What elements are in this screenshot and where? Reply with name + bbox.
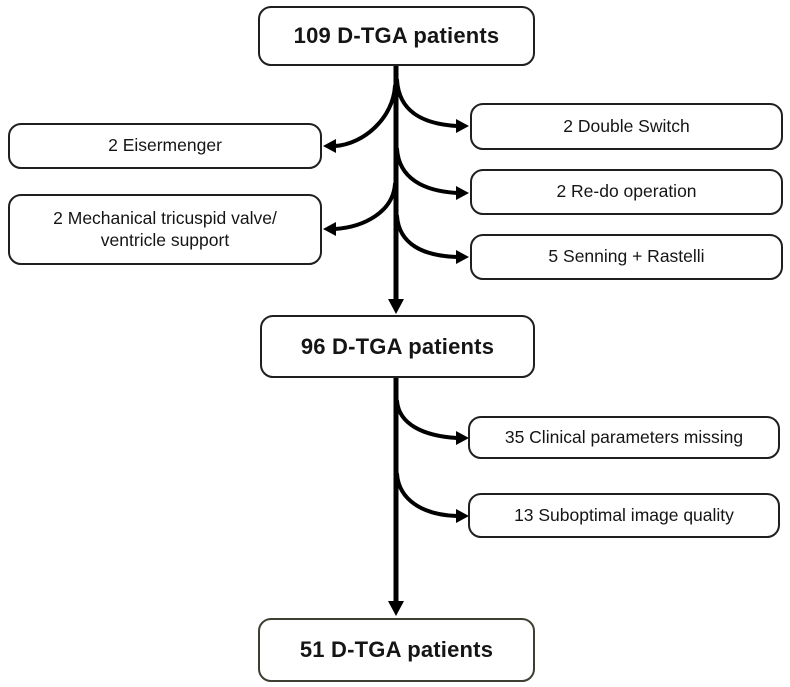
branch-arrow-eisermenger — [323, 84, 397, 153]
node-start-patients: 109 D-TGA patients — [258, 6, 535, 66]
node-clinical-label: 35 Clinical parameters missing — [504, 426, 744, 447]
node-exclusion-eisermenger: 2 Eisermenger — [8, 123, 322, 169]
node-exclusion-suboptimal-quality: 13 Suboptimal image quality — [468, 493, 780, 538]
node-exclusion-double-switch: 2 Double Switch — [470, 103, 783, 150]
node-middle-patients: 96 D-TGA patients — [260, 315, 535, 378]
node-exclusion-mechanical-valve: 2 Mechanical tricuspid valve/ ventricle … — [8, 194, 322, 265]
branch-arrow-suboptimal — [395, 472, 469, 523]
trunk-arrow-bottom — [388, 374, 404, 616]
node-suboptimal-label: 13 Suboptimal image quality — [514, 504, 734, 525]
node-end-label: 51 D-TGA patients — [299, 637, 494, 663]
branch-arrow-mechanical — [323, 182, 397, 236]
node-double-switch-label: 2 Double Switch — [563, 115, 690, 136]
node-exclusion-senning-rastelli: 5 Senning + Rastelli — [470, 234, 783, 280]
node-exclusion-clinical-parameters: 35 Clinical parameters missing — [468, 416, 780, 459]
node-start-label: 109 D-TGA patients — [293, 23, 500, 49]
branch-arrow-redo — [395, 147, 469, 200]
node-middle-label: 96 D-TGA patients — [300, 333, 495, 359]
branch-arrow-clinical — [395, 399, 469, 445]
node-redo-label: 2 Re-do operation — [556, 181, 697, 202]
node-mechanical-label: 2 Mechanical tricuspid valve/ ventricle … — [53, 207, 277, 250]
node-eisermenger-label: 2 Eisermenger — [108, 135, 222, 156]
branch-arrow-senning — [395, 214, 469, 264]
node-exclusion-redo-operation: 2 Re-do operation — [470, 169, 783, 215]
trunk-arrow-top — [388, 62, 404, 314]
branch-arrow-double-switch — [395, 78, 469, 133]
node-end-patients: 51 D-TGA patients — [258, 618, 535, 682]
node-senning-label: 5 Senning + Rastelli — [548, 246, 705, 267]
